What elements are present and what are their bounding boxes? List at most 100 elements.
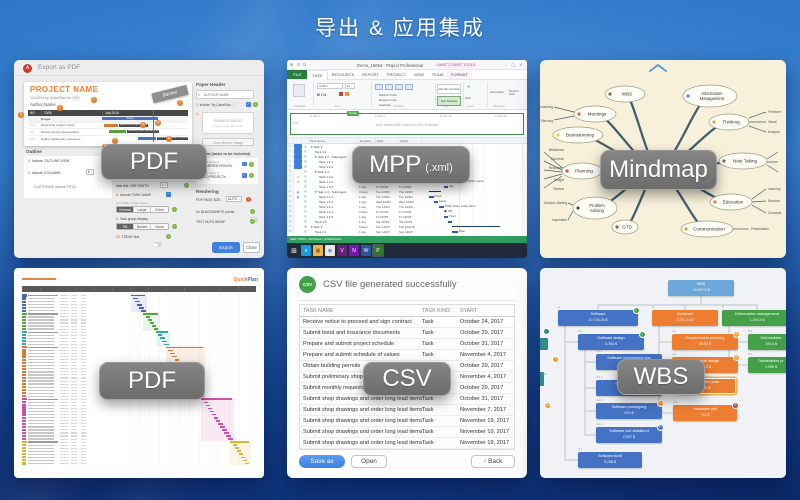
info-icon[interactable]: + bbox=[250, 219, 255, 224]
child-projects-checkbox[interactable]: ✓ bbox=[242, 173, 247, 178]
open-button[interactable]: Open bbox=[351, 454, 387, 468]
info-icon[interactable]: + bbox=[253, 102, 258, 107]
task-row[interactable]: 9 ▥ Task 1.3.3 1 day Fri 14/9/5 Fri 14/9… bbox=[287, 184, 527, 189]
table-row[interactable]: Receive notice to proceed and sign contr… bbox=[300, 317, 514, 328]
respect-links-button[interactable]: Respect Links bbox=[379, 98, 397, 102]
info-icon[interactable]: + bbox=[249, 173, 254, 178]
text-wrap-toggle[interactable] bbox=[262, 227, 264, 232]
table-row[interactable]: Submit shop drawings and order long lead… bbox=[300, 405, 514, 416]
auto-schedule-button[interactable]: Auto Schedule bbox=[437, 96, 461, 106]
export-button[interactable]: Export bbox=[212, 242, 240, 253]
add-task-icon[interactable]: + bbox=[467, 85, 471, 91]
ribbon-tab[interactable]: FORMAT bbox=[446, 70, 472, 79]
inactivate-button[interactable]: Inactivate bbox=[379, 103, 391, 107]
percent-complete-icon[interactable] bbox=[375, 84, 383, 90]
font-size-segmented[interactable]: Normal Large Extra bbox=[116, 206, 169, 213]
info-icon[interactable]: + bbox=[249, 161, 254, 167]
table-row[interactable]: Submit shop drawings and order long lead… bbox=[300, 394, 514, 405]
line-width-stepper[interactable]: 1↕ bbox=[160, 182, 169, 188]
task-row[interactable]: 14 ▥ Task 1.4.4 0 days Fri 14/9/5 Fri 14… bbox=[287, 209, 527, 214]
table-row[interactable]: Prepare and submit project schedule Task… bbox=[300, 339, 514, 350]
font-color-swatch[interactable] bbox=[339, 92, 343, 96]
percent-complete-icon[interactable] bbox=[405, 84, 413, 90]
timeline-pane[interactable]: Today Start 14 Sep 1 14 Sep 8 14 Sep 15 … bbox=[290, 111, 524, 135]
table-row[interactable]: Submit shop drawings and order long lead… bbox=[300, 416, 514, 427]
font-size-select[interactable]: 11 bbox=[345, 83, 355, 89]
table-row[interactable]: Submit shop drawings and order long lead… bbox=[300, 438, 514, 449]
mindmap-node-planning[interactable]: Planning bbox=[561, 162, 603, 180]
mindmap-node-wbs[interactable]: WBS bbox=[604, 85, 646, 103]
bold-italic-underline-buttons[interactable]: B I U bbox=[317, 92, 327, 97]
highlight-swatch[interactable] bbox=[345, 92, 349, 96]
warning-icon[interactable]: ! bbox=[246, 197, 251, 202]
columns-stepper[interactable]: 8↕ bbox=[86, 169, 95, 175]
column-header-duration[interactable]: Duration bbox=[359, 138, 376, 143]
page-size-stepper[interactable]: AUTO↕ bbox=[226, 196, 242, 202]
close-button[interactable]: Close bbox=[243, 242, 260, 253]
task-button[interactable]: Task bbox=[465, 96, 471, 100]
mindmap-node-thinking[interactable]: Thinking bbox=[708, 113, 750, 131]
font-name-select[interactable]: Calibri bbox=[317, 83, 343, 89]
taskbar-icon[interactable]: ◉ bbox=[325, 245, 335, 256]
mindmap-node-education[interactable]: Education bbox=[709, 193, 753, 211]
information-button[interactable]: Information bbox=[490, 90, 504, 94]
clear-banner-button[interactable]: Clear Banner Image bbox=[202, 138, 254, 146]
taskbar-icon[interactable]: P bbox=[373, 245, 383, 256]
table-row[interactable]: Prepare and submit schedule of values Ta… bbox=[300, 350, 514, 361]
today-line-toggle[interactable] bbox=[154, 242, 162, 247]
column-header-finish[interactable]: Finish bbox=[399, 138, 422, 143]
info-icon[interactable]: + bbox=[250, 209, 255, 214]
task-row[interactable]: 15 ▥ Task 1.4.5 1 day Fri 14/9/5 Fri 14/… bbox=[287, 214, 527, 219]
quick-access-toolbar[interactable]: ⊞ ↺ ↻ bbox=[290, 62, 308, 67]
task-row[interactable]: 16 ▥ Task 1.5 1 day Sat 14/9/6 Sat 14/9/… bbox=[287, 219, 527, 224]
manually-schedule-button[interactable]: Manually Schedule bbox=[437, 84, 461, 94]
ribbon-tab[interactable]: VIEW bbox=[413, 72, 424, 77]
info-icon[interactable]: + bbox=[172, 224, 177, 229]
ribbon-tab[interactable]: PROJECT bbox=[386, 72, 406, 77]
group-display-segmented[interactable]: Fill Border None bbox=[116, 223, 169, 230]
task-row[interactable]: 12 ▥ Task 1.4.2 1 day Wed 14/9/3 Wed 14/… bbox=[287, 199, 527, 204]
collapsed-groups-checkbox[interactable]: ✓ bbox=[242, 161, 247, 166]
task-row[interactable]: 13 ▥ Task 1.4.3 1 day Thu 14/9/4 Thu 14/… bbox=[287, 204, 527, 209]
include-byline-checkbox[interactable]: ✓ bbox=[246, 102, 251, 107]
taskbar-icon[interactable]: ⊞ bbox=[291, 247, 297, 255]
percent-complete-icon[interactable] bbox=[395, 84, 403, 90]
table-row[interactable]: Submit bond and insurance documents Task… bbox=[300, 328, 514, 339]
mindmap-node-gtd[interactable]: GTD bbox=[611, 219, 639, 235]
taskbar-icon[interactable]: N bbox=[349, 245, 359, 256]
info-icon[interactable]: + bbox=[184, 183, 189, 188]
back-button[interactable]: ‹Back bbox=[471, 454, 515, 468]
paste-icon[interactable] bbox=[293, 84, 305, 97]
task-row[interactable]: 18 ▥ Task 2.1 1 day Sun 14/9/7 Sun 14/9/… bbox=[287, 229, 527, 234]
info-icon[interactable]: + bbox=[172, 207, 177, 212]
table-row[interactable]: Submit shop drawings and order long lead… bbox=[300, 427, 514, 438]
task-row[interactable]: 17 ▥ ▾ Task 2 9 days Sun 14/9/7 Thu 14/9… bbox=[287, 224, 527, 229]
author-name-input[interactable] bbox=[201, 91, 246, 98]
ribbon-tab[interactable]: FILE bbox=[287, 70, 308, 79]
taskbar-icon[interactable]: ▣ bbox=[313, 245, 323, 256]
ribbon-tab[interactable]: REPORT bbox=[362, 72, 379, 77]
task-name-checkbox[interactable]: ✓ bbox=[166, 192, 171, 197]
taskbar-icon[interactable]: V bbox=[337, 245, 347, 256]
window-controls[interactable]: – ▢ ✕ bbox=[504, 62, 524, 67]
save-as-button[interactable]: Save as bbox=[299, 454, 345, 468]
column-header-start[interactable]: Start bbox=[376, 138, 399, 143]
mindmap-node-brainstorming[interactable]: Brainstorming bbox=[552, 126, 604, 144]
customize-title-label[interactable]: CUSTOMIZE column TITLE bbox=[34, 185, 76, 189]
scroll-to-task-button[interactable]: Scroll to Task bbox=[509, 89, 520, 97]
percent-complete-icon[interactable] bbox=[385, 84, 393, 90]
